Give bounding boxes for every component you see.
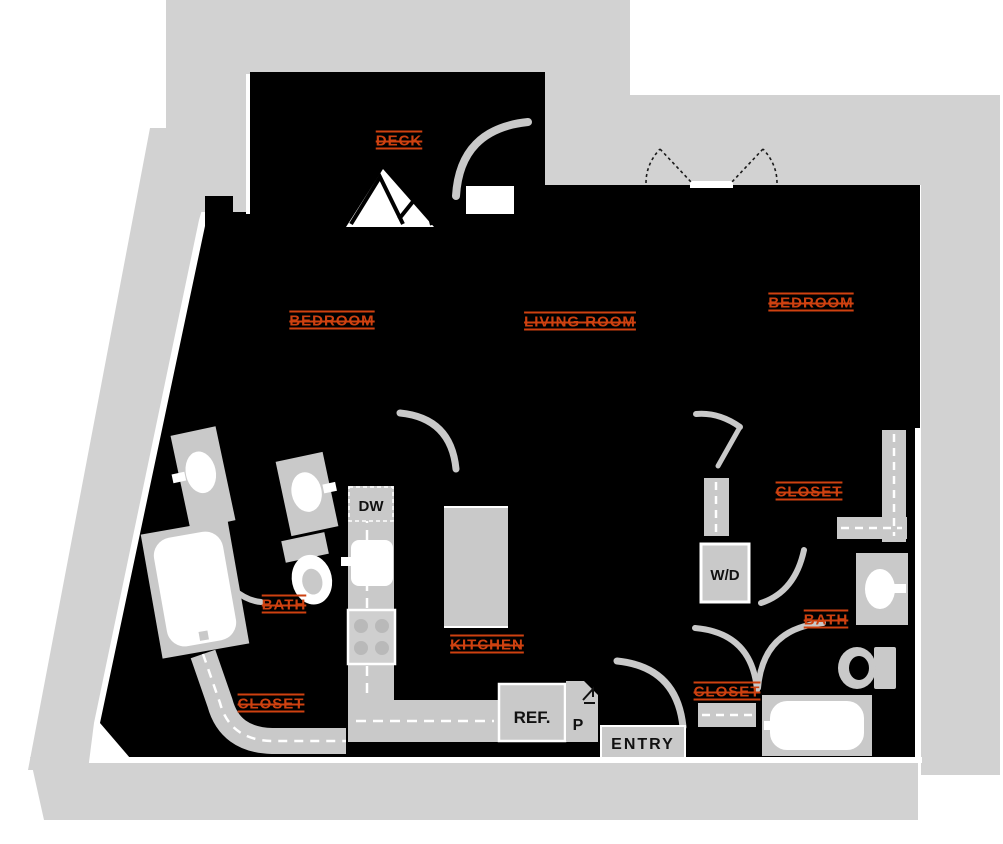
pantry: P	[566, 681, 598, 741]
refrigerator: REF.	[497, 682, 567, 743]
dishwasher: DW	[348, 486, 394, 522]
deck-gap-line	[246, 74, 250, 214]
bottom-gap-line	[128, 757, 922, 763]
tub-drain	[764, 721, 774, 730]
vanity-sink-left-1	[170, 426, 236, 530]
room-label-bath-left: BATH	[261, 596, 307, 614]
closet-right-door-arc	[692, 625, 760, 693]
room-label-deck: DECK	[375, 132, 423, 150]
backdrop-bottom-strip	[30, 757, 918, 820]
backdrop-left-band	[28, 128, 226, 770]
refrigerator-label: REF.	[514, 708, 551, 727]
room-label-bedroom-left: BEDROOM	[289, 312, 375, 330]
french-door-arc-left	[645, 148, 661, 184]
shelf-dash-line	[201, 653, 346, 743]
room-label-kitchen: KITCHEN	[450, 636, 524, 654]
bathtub-left	[140, 519, 250, 659]
french-door-threshold	[690, 181, 733, 188]
burner	[354, 641, 368, 655]
dishwasher-label: DW	[359, 498, 385, 515]
washer-dryer-label: W/D	[710, 567, 739, 584]
kitchen-island	[444, 506, 508, 628]
room-label-bath-right: BATH	[803, 611, 849, 629]
deck-door-arc	[452, 118, 532, 200]
toilet-seat	[302, 568, 323, 595]
pantry-arrow-icon	[582, 686, 594, 701]
bedroom-left-door-arc	[396, 409, 460, 473]
closet-left-shelf	[190, 649, 346, 754]
french-door-leaf-left	[659, 148, 693, 184]
unit-body	[100, 185, 920, 758]
washer-dryer: W/D	[699, 542, 751, 604]
faucet	[171, 471, 187, 484]
toilet-right	[838, 647, 896, 689]
sink-basin	[865, 569, 895, 609]
entry-door-arc	[613, 657, 687, 731]
closet-right-shelves	[704, 430, 907, 542]
tub-drain	[198, 630, 209, 641]
pantry-label: P	[573, 717, 584, 734]
closet-bath-right-shelf	[698, 703, 756, 727]
kitchen-sink	[341, 540, 393, 586]
bedroom-right-door-arc	[693, 410, 743, 430]
entry-label: ENTRY	[611, 736, 675, 753]
vanity-sink-right	[856, 553, 908, 625]
sink-basin	[185, 451, 217, 494]
french-doors	[645, 148, 778, 184]
right-gap-line	[915, 428, 921, 762]
range-stove	[346, 608, 397, 666]
bath-right-door-arc	[755, 620, 826, 691]
room-label-closet-right: CLOSET	[775, 483, 843, 501]
room-label-closet-bath-right: CLOSET	[693, 683, 761, 701]
french-door-arc-right	[762, 148, 778, 184]
burner	[375, 619, 389, 633]
faucet	[322, 481, 337, 494]
faucet	[341, 557, 355, 566]
french-door-leaf-right	[730, 148, 764, 184]
faucet	[893, 584, 906, 593]
bay-zigzag	[346, 169, 434, 227]
toilet-tank	[281, 532, 329, 563]
toilet-tank	[874, 647, 896, 689]
room-label-living-room: LIVING ROOM	[524, 313, 636, 331]
deck-door-opening	[466, 186, 514, 214]
bathtub-right	[762, 695, 872, 756]
door-arcs	[210, 118, 826, 731]
vanity-sink-left-2	[275, 451, 339, 537]
hall-door-arc	[758, 547, 807, 606]
room-label-bedroom-right: BEDROOM	[768, 294, 854, 312]
burner	[375, 641, 389, 655]
toilet-seat-hole	[849, 656, 869, 680]
counter-vertical	[348, 486, 394, 704]
toilet-left	[281, 532, 333, 605]
bedroom-right-door-leaf	[715, 424, 743, 469]
room-label-closet-left: CLOSET	[237, 695, 305, 713]
sink-basin	[291, 472, 322, 512]
entry-vestibule: ENTRY	[600, 725, 686, 759]
burner	[354, 619, 368, 633]
